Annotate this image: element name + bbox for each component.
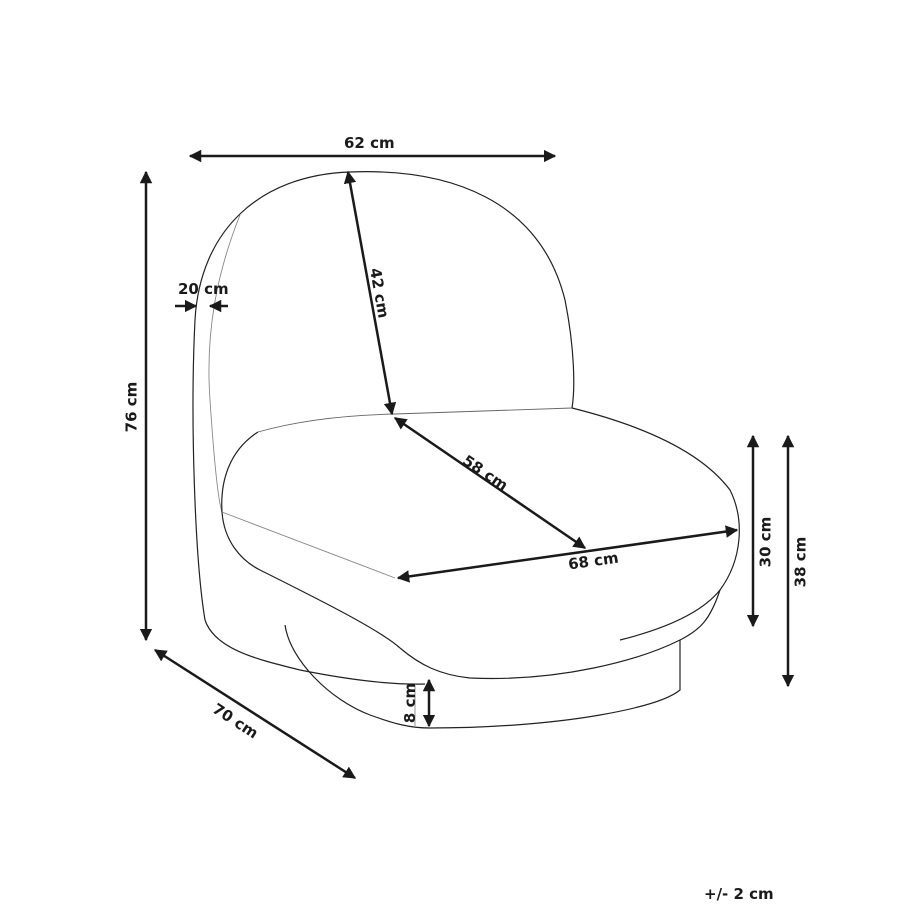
dim-seat-width-line xyxy=(396,525,739,583)
label-base-height: 8 cm xyxy=(401,682,420,724)
label-backrest-thickness: 20 cm xyxy=(178,280,229,298)
chair-outline xyxy=(192,171,740,729)
dim-backrest-height-line xyxy=(343,170,397,416)
label-seat-thickness: 30 cm xyxy=(756,516,775,568)
tolerance-note: +/- 2 cm xyxy=(704,885,774,903)
label-width: 62 cm xyxy=(344,134,395,152)
label-height: 76 cm xyxy=(122,381,141,433)
dim-depth-line xyxy=(153,648,357,780)
label-seat-height: 38 cm xyxy=(791,536,810,588)
